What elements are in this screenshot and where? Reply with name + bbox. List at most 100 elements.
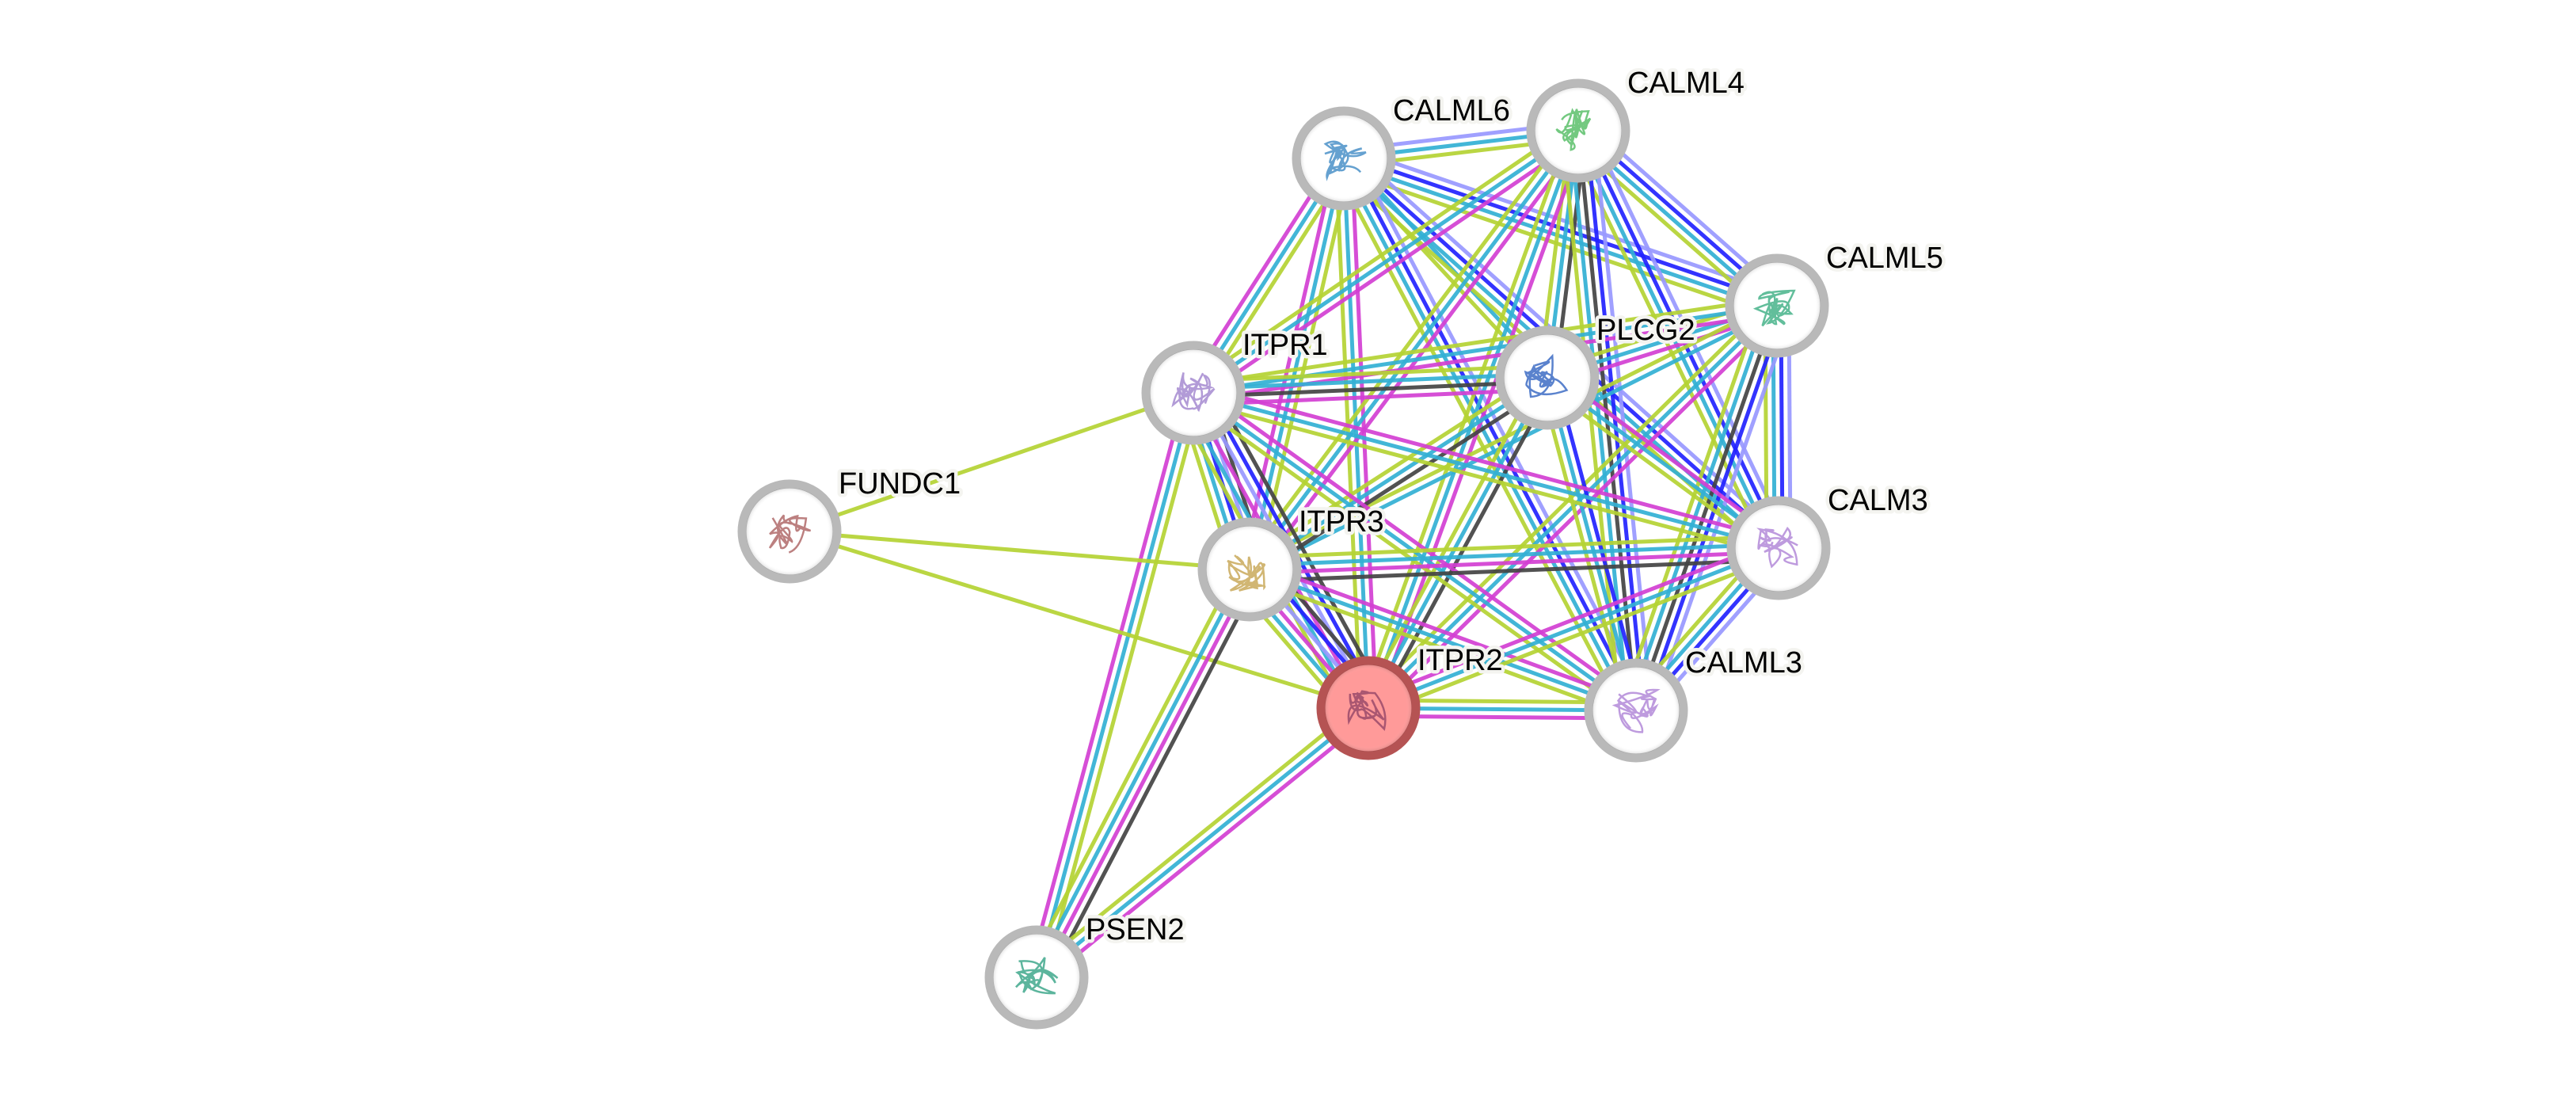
edge-line-textmining (1190, 398, 1778, 558)
edge-line-textmining (789, 529, 1250, 572)
protein-structure-icon (1756, 527, 1798, 569)
protein-structure-icon (1524, 353, 1569, 398)
protein-structure-icon (1555, 108, 1592, 151)
edge-line-homology (1592, 128, 1654, 710)
protein-structure-icon (1611, 688, 1661, 733)
node-calml3[interactable]: CALML3 (1584, 643, 1805, 763)
edge-itpr2-psen2[interactable] (1030, 700, 1375, 985)
edge-itpr3-calm3[interactable] (1249, 534, 1779, 584)
edge-line-experiments (1038, 570, 1255, 981)
node-shading (1325, 665, 1412, 752)
edge-line-databases (1366, 130, 1581, 709)
protein-structure-icon (1015, 957, 1059, 995)
edge-line-gene-fusion (1580, 128, 1784, 547)
edge-line-experiments (1194, 383, 1782, 543)
edge-plcg2-itpr3[interactable] (1244, 369, 1553, 578)
node-label: CALML4 (1627, 67, 1745, 100)
node-calml4[interactable]: CALML4 (1526, 63, 1748, 183)
edge-line-experiments (1026, 390, 1188, 977)
edge-line-gene-fusion (1345, 155, 1642, 710)
node-label: CALML5 (1826, 242, 1943, 275)
node-itpr1[interactable]: ITPR1 (1141, 326, 1331, 445)
edge-line-textmining (789, 390, 1194, 534)
edge-line-homology (1353, 151, 1649, 706)
edge-line-databases (1193, 390, 1779, 550)
edge-itpr2-calm3[interactable] (1364, 539, 1783, 718)
node-itpr3[interactable]: ITPR3 (1197, 502, 1387, 622)
edge-line-databases (1573, 131, 1777, 551)
node-label: PSEN2 (1086, 913, 1185, 946)
node-shading (993, 934, 1080, 1021)
edge-line-databases (1031, 566, 1248, 977)
edge-line-textmining (1359, 127, 1573, 706)
node-plcg2[interactable]: PLCG2 (1495, 310, 1699, 430)
edge-line-textmining (1193, 364, 1547, 383)
edge-line-textmining (1244, 369, 1544, 565)
edge-plcg2-itpr2[interactable] (1360, 373, 1556, 713)
node-fundc1[interactable]: FUNDC1 (737, 464, 965, 584)
protein-structure-icon (768, 514, 812, 554)
edge-line-textmining (1187, 122, 1575, 388)
node-calml5[interactable]: CALML5 (1725, 238, 1946, 358)
edge-itpr1-psen2[interactable] (1026, 390, 1204, 981)
edge-line-textmining (1241, 124, 1573, 566)
edge-line-experiments (1251, 560, 1640, 705)
protein-structure-icon (1227, 554, 1266, 592)
edge-line-textmining (1192, 295, 1776, 387)
edge-line-textmining (1024, 562, 1241, 973)
edge-calml4-itpr1[interactable] (1187, 122, 1585, 402)
edge-line-databases (1249, 567, 1637, 713)
edge-line-textmining (1249, 534, 1779, 560)
edge-line-databases (1035, 706, 1370, 979)
edge-line-coexpression (1193, 379, 1548, 399)
edge-fundc1-itpr2[interactable] (789, 529, 1369, 710)
protein-structure-icon (1171, 372, 1216, 413)
edge-line-homology (1347, 145, 1782, 297)
edge-line-textmining (1360, 373, 1543, 706)
node-label: PLCG2 (1596, 314, 1695, 347)
node-calm3[interactable]: CALM3 (1726, 481, 1931, 600)
edge-itpr1-fundc1[interactable] (789, 390, 1194, 534)
node-label: CALML6 (1393, 94, 1510, 128)
node-label: ITPR2 (1417, 644, 1503, 677)
edge-line-textmining (789, 529, 1369, 710)
edge-line-experiments (1197, 135, 1585, 402)
node-itpr2[interactable]: ITPR2 (1316, 641, 1506, 760)
node-label: CALM3 (1828, 484, 1928, 517)
edge-line-textmining (1619, 299, 1764, 706)
edge-line-databases (1192, 128, 1580, 395)
edge-line-databases (1341, 160, 1777, 312)
edge-fundc1-itpr3[interactable] (789, 529, 1250, 572)
edge-line-databases (1366, 376, 1550, 710)
edge-line-databases (1193, 371, 1547, 391)
protein-structure-icon (1323, 140, 1367, 181)
edge-line-textmining (1537, 379, 1630, 714)
edge-line-textmining (1030, 700, 1365, 973)
edge-line-experiments (1197, 384, 1642, 706)
node-shading (1206, 526, 1293, 613)
edge-line-databases (1248, 375, 1549, 572)
edge-itpr3-psen2[interactable] (1024, 562, 1262, 984)
edge-line-databases (1627, 302, 1771, 709)
edge-line-textmining (1255, 159, 1354, 572)
edge-line-experiments (1040, 712, 1375, 985)
edge-itpr3-calml3[interactable] (1246, 560, 1640, 720)
edge-line-gene-fusion (1344, 152, 1779, 304)
node-label: ITPR3 (1299, 505, 1384, 539)
nodes-layer: CALML6CALML4CALML5PLCG2ITPR1FUNDC1ITPR3C… (737, 63, 1946, 1030)
edge-line-databases (1368, 546, 1779, 710)
node-calml6[interactable]: CALML6 (1292, 91, 1513, 211)
edge-line-textmining (1370, 553, 1783, 718)
node-shading (1150, 349, 1237, 436)
protein-structure-icon (1347, 690, 1387, 731)
edge-line-textmining (1246, 575, 1634, 720)
edge-line-experiments (1364, 539, 1777, 703)
edge-line-databases (1034, 392, 1196, 978)
node-label: FUNDC1 (839, 467, 961, 501)
node-psen2[interactable]: PSEN2 (984, 910, 1188, 1030)
edge-line-coexpression (1045, 573, 1262, 984)
edge-line-coexpression (1634, 305, 1779, 711)
edge-itpr1-calm3[interactable] (1190, 383, 1782, 558)
edge-line-coexpression (1373, 380, 1556, 713)
node-label: ITPR1 (1242, 329, 1328, 362)
